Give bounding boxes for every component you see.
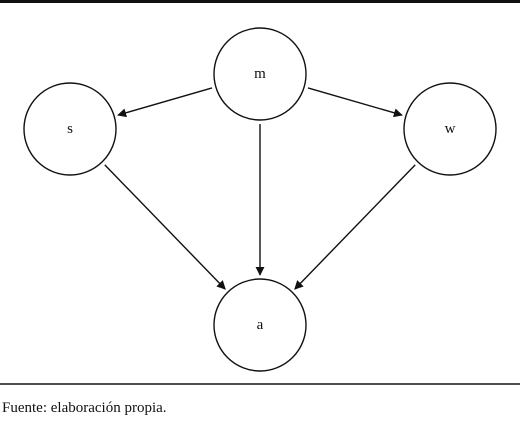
node-m-label: m bbox=[254, 66, 266, 82]
node-a-label: a bbox=[257, 317, 264, 333]
edge-w-to-a bbox=[294, 164, 416, 290]
node-a-circle bbox=[213, 278, 307, 372]
node-a: a bbox=[213, 278, 307, 372]
edge-m-to-w bbox=[307, 87, 403, 118]
node-w-label: w bbox=[445, 121, 456, 137]
node-m-circle bbox=[213, 27, 307, 121]
figure-source-caption: Fuente: elaboración propia. bbox=[2, 400, 167, 416]
node-s-label: s bbox=[67, 121, 73, 137]
node-w: w bbox=[403, 82, 497, 176]
edge-s-to-a bbox=[104, 164, 226, 290]
node-m: m bbox=[213, 27, 307, 121]
node-s-circle bbox=[23, 82, 117, 176]
node-s: s bbox=[23, 82, 117, 176]
node-w-circle bbox=[403, 82, 497, 176]
edges bbox=[104, 87, 416, 290]
nodes: m s w a bbox=[23, 27, 497, 372]
edge-m-to-s bbox=[117, 87, 213, 118]
